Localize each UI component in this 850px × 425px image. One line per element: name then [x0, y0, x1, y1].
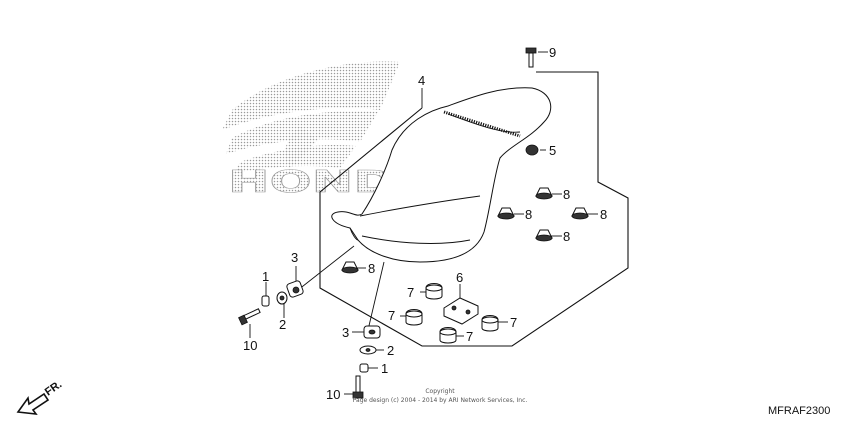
- callout-7-a: 7: [407, 285, 414, 300]
- callout-8-b: 8: [525, 207, 532, 222]
- callout-8-d: 8: [563, 229, 570, 244]
- rubber-7-c: [439, 327, 457, 344]
- washer-2-lower: [359, 345, 377, 355]
- collar-3-lower: [363, 325, 381, 339]
- leader-lines: [249, 51, 598, 395]
- callout-1-left: 1: [262, 269, 269, 284]
- diagram-code: MFRAF2300: [768, 405, 830, 417]
- nut-8-d: [535, 229, 553, 242]
- callout-3-left: 3: [291, 250, 298, 265]
- callout-2-lower: 2: [387, 343, 394, 358]
- collar-3-left: [286, 280, 304, 298]
- bolt-10-left: [238, 308, 261, 326]
- copyright-line-2: Page design (c) 2004 - 2014 by ARI Netwo…: [353, 397, 528, 404]
- callout-8-a: 8: [563, 187, 570, 202]
- nut-8-e: [341, 261, 359, 274]
- callout-1-lower: 1: [381, 361, 388, 376]
- assembly-outline: [319, 71, 629, 347]
- rubber-7-d: [481, 315, 499, 332]
- rubber-7-b: [405, 309, 423, 326]
- nut-8-b: [497, 207, 515, 220]
- callout-10-left: 10: [243, 338, 257, 353]
- nut-8-c: [571, 207, 589, 220]
- callout-8-e: 8: [368, 261, 375, 276]
- callout-2-left: 2: [279, 317, 286, 332]
- copyright-notice: Copyright Page design (c) 2004 - 2014 by…: [353, 388, 528, 404]
- direction-label: FR.: [43, 378, 64, 398]
- bolt-10-lower: [352, 375, 364, 399]
- callout-9: 9: [549, 45, 556, 60]
- bracket-6: [443, 297, 479, 325]
- callout-4: 4: [418, 73, 425, 88]
- callout-labels: 4 9 5 8 8 8 8 8 6 7 7 7 7 3 1 2 10 3 2 1…: [243, 45, 607, 402]
- callout-7-b: 7: [388, 308, 395, 323]
- washer-1-lower: [359, 363, 369, 373]
- copyright-line-1: Copyright: [425, 388, 455, 395]
- callout-7-c: 7: [466, 329, 473, 344]
- hardware-parts: [238, 47, 589, 399]
- callout-10-lower: 10: [326, 387, 340, 402]
- washer-2-left: [276, 291, 288, 305]
- callout-3-lower: 3: [342, 325, 349, 340]
- seat: [331, 87, 552, 263]
- rubber-7-a: [425, 283, 443, 300]
- callout-5: 5: [549, 143, 556, 158]
- nut-8-a: [535, 187, 553, 200]
- nut-5: [525, 144, 539, 156]
- callout-6: 6: [456, 270, 463, 285]
- arrow-icon: [16, 392, 50, 415]
- callout-8-c: 8: [600, 207, 607, 222]
- front-direction-arrow: FR.: [16, 378, 64, 415]
- washer-1-left: [261, 295, 270, 307]
- callout-7-d: 7: [510, 315, 517, 330]
- bolt-9: [525, 47, 537, 68]
